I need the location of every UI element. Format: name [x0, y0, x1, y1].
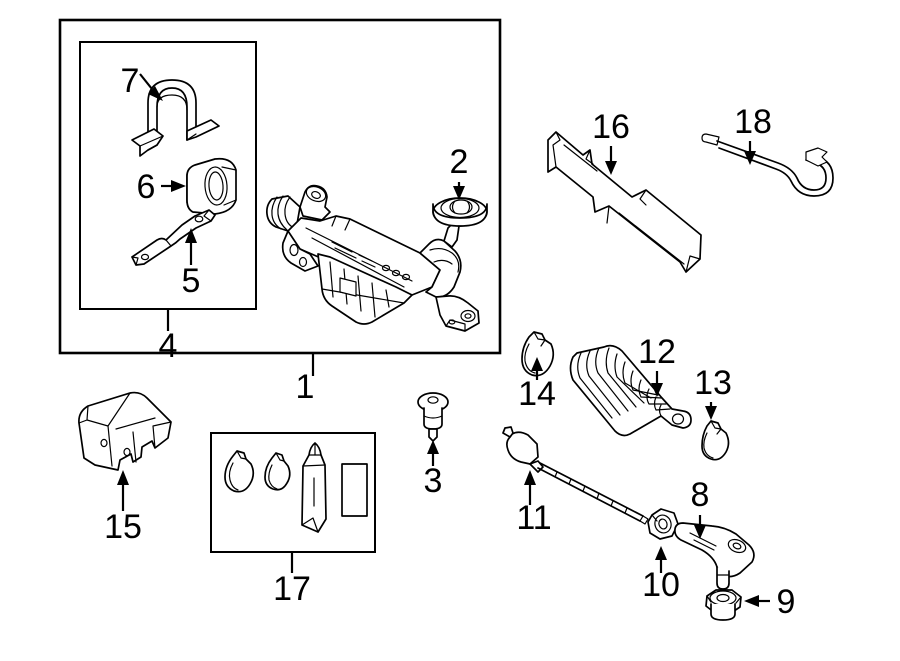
part-9-castle-nut-lower	[705, 589, 742, 621]
leader-16	[605, 146, 617, 175]
part-12-steering-rack-boot-bellows	[569, 344, 692, 437]
part-10-jam-nut	[647, 508, 679, 540]
leader-12	[651, 371, 663, 397]
callout-label-5: 5	[182, 262, 201, 300]
part-7-u-shaped-mounting-clamp	[131, 79, 220, 157]
callout-label-3: 3	[424, 462, 443, 500]
leader-18	[744, 141, 756, 165]
part-16-heat-shield-large	[547, 131, 702, 273]
part-5-mounting-bracket-strap	[131, 209, 216, 266]
leader-8	[694, 515, 706, 539]
part-18-fluid-line-tube	[701, 133, 834, 197]
part-3-mounting-bolt	[417, 392, 449, 442]
part-11-inner-tie-rod	[502, 426, 649, 525]
leader-13	[705, 402, 717, 420]
part-17-boot-service-kit-group	[224, 442, 368, 533]
part-13-boot-clamp-small	[701, 420, 730, 461]
callout-label-10: 10	[642, 566, 680, 604]
leader-9	[744, 595, 770, 607]
leader-2	[453, 182, 465, 200]
leader-7	[139, 73, 163, 101]
callout-label-15: 15	[104, 508, 142, 546]
leader-6	[161, 180, 186, 192]
callout-label-4: 4	[159, 327, 178, 365]
callout-label-18: 18	[734, 103, 772, 141]
leader-15	[117, 470, 129, 511]
part-6-insulator-bushing	[186, 157, 237, 215]
leader-10	[655, 546, 667, 573]
leader-14	[531, 357, 543, 380]
part-2-mount-grommet-bushing	[432, 197, 488, 227]
callout-label-7: 7	[121, 62, 140, 100]
leader-11	[524, 470, 536, 505]
callout-label-1: 1	[296, 368, 315, 406]
leader-3	[427, 440, 439, 466]
part-8-outer-tie-rod-end	[674, 522, 755, 590]
part-14-boot-clamp-large	[521, 331, 555, 377]
callout-label-14: 14	[518, 375, 556, 413]
callout-label-13: 13	[694, 364, 732, 402]
part-1-steering-gear-assembly	[266, 184, 480, 332]
callout-label-11: 11	[516, 499, 551, 537]
callout-label-9: 9	[777, 583, 796, 621]
callout-label-2: 2	[450, 143, 469, 181]
callout-label-12: 12	[638, 333, 676, 371]
leader-5	[185, 228, 197, 265]
callout-label-17: 17	[273, 570, 311, 608]
callout-label-8: 8	[691, 476, 710, 514]
callout-label-16: 16	[592, 108, 630, 146]
part-15-heat-shield-small	[78, 391, 172, 471]
callout-label-6: 6	[137, 168, 156, 206]
assembly-group-box-1	[58, 18, 502, 355]
